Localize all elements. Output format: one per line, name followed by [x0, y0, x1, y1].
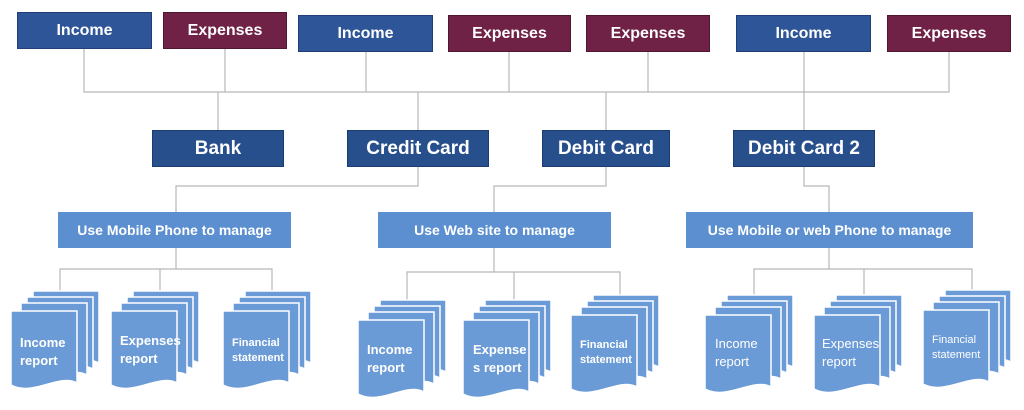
account-debit-card: Debit Card	[542, 130, 670, 167]
document-stack-icon	[10, 290, 100, 390]
expenses-report-document	[813, 294, 903, 394]
document-page	[357, 319, 425, 399]
document-stack-icon	[704, 294, 794, 394]
document-page	[570, 314, 638, 394]
financial-statement-document	[570, 294, 660, 394]
income-report-document	[357, 299, 447, 399]
document-stack-icon	[357, 299, 447, 399]
document-page	[10, 310, 78, 390]
income-box: Income	[298, 15, 433, 52]
document-page	[704, 314, 772, 394]
financial-statement-document	[922, 289, 1012, 389]
document-page	[222, 310, 290, 390]
expenses-report-document	[462, 299, 552, 399]
expenses-box: Expenses	[586, 15, 710, 52]
expenses-report-document	[110, 290, 200, 390]
expenses-box: Expenses	[163, 12, 287, 49]
expenses-box: Expenses	[448, 15, 571, 52]
document-page	[110, 310, 178, 390]
document-stack-icon	[813, 294, 903, 394]
expenses-box: Expenses	[887, 15, 1011, 52]
financial-statement-document	[222, 290, 312, 390]
income-box: Income	[736, 15, 871, 52]
document-stack-icon	[570, 294, 660, 394]
document-stack-icon	[462, 299, 552, 399]
income-report-document	[10, 290, 100, 390]
manager-mobile-phone: Use Mobile Phone to manage	[58, 212, 291, 248]
account-credit-card: Credit Card	[347, 130, 489, 167]
account-bank: Bank	[152, 130, 284, 167]
manager-web-site: Use Web site to manage	[378, 212, 611, 248]
document-stack-icon	[222, 290, 312, 390]
document-page	[813, 314, 881, 394]
document-page	[922, 309, 990, 389]
document-stack-icon	[922, 289, 1012, 389]
income-report-document	[704, 294, 794, 394]
document-stack-icon	[110, 290, 200, 390]
account-debit-card-2: Debit Card 2	[733, 130, 875, 167]
document-page	[462, 319, 530, 399]
income-box: Income	[17, 12, 152, 49]
manager-mobile-or-web: Use Mobile or web Phone to manage	[686, 212, 973, 248]
